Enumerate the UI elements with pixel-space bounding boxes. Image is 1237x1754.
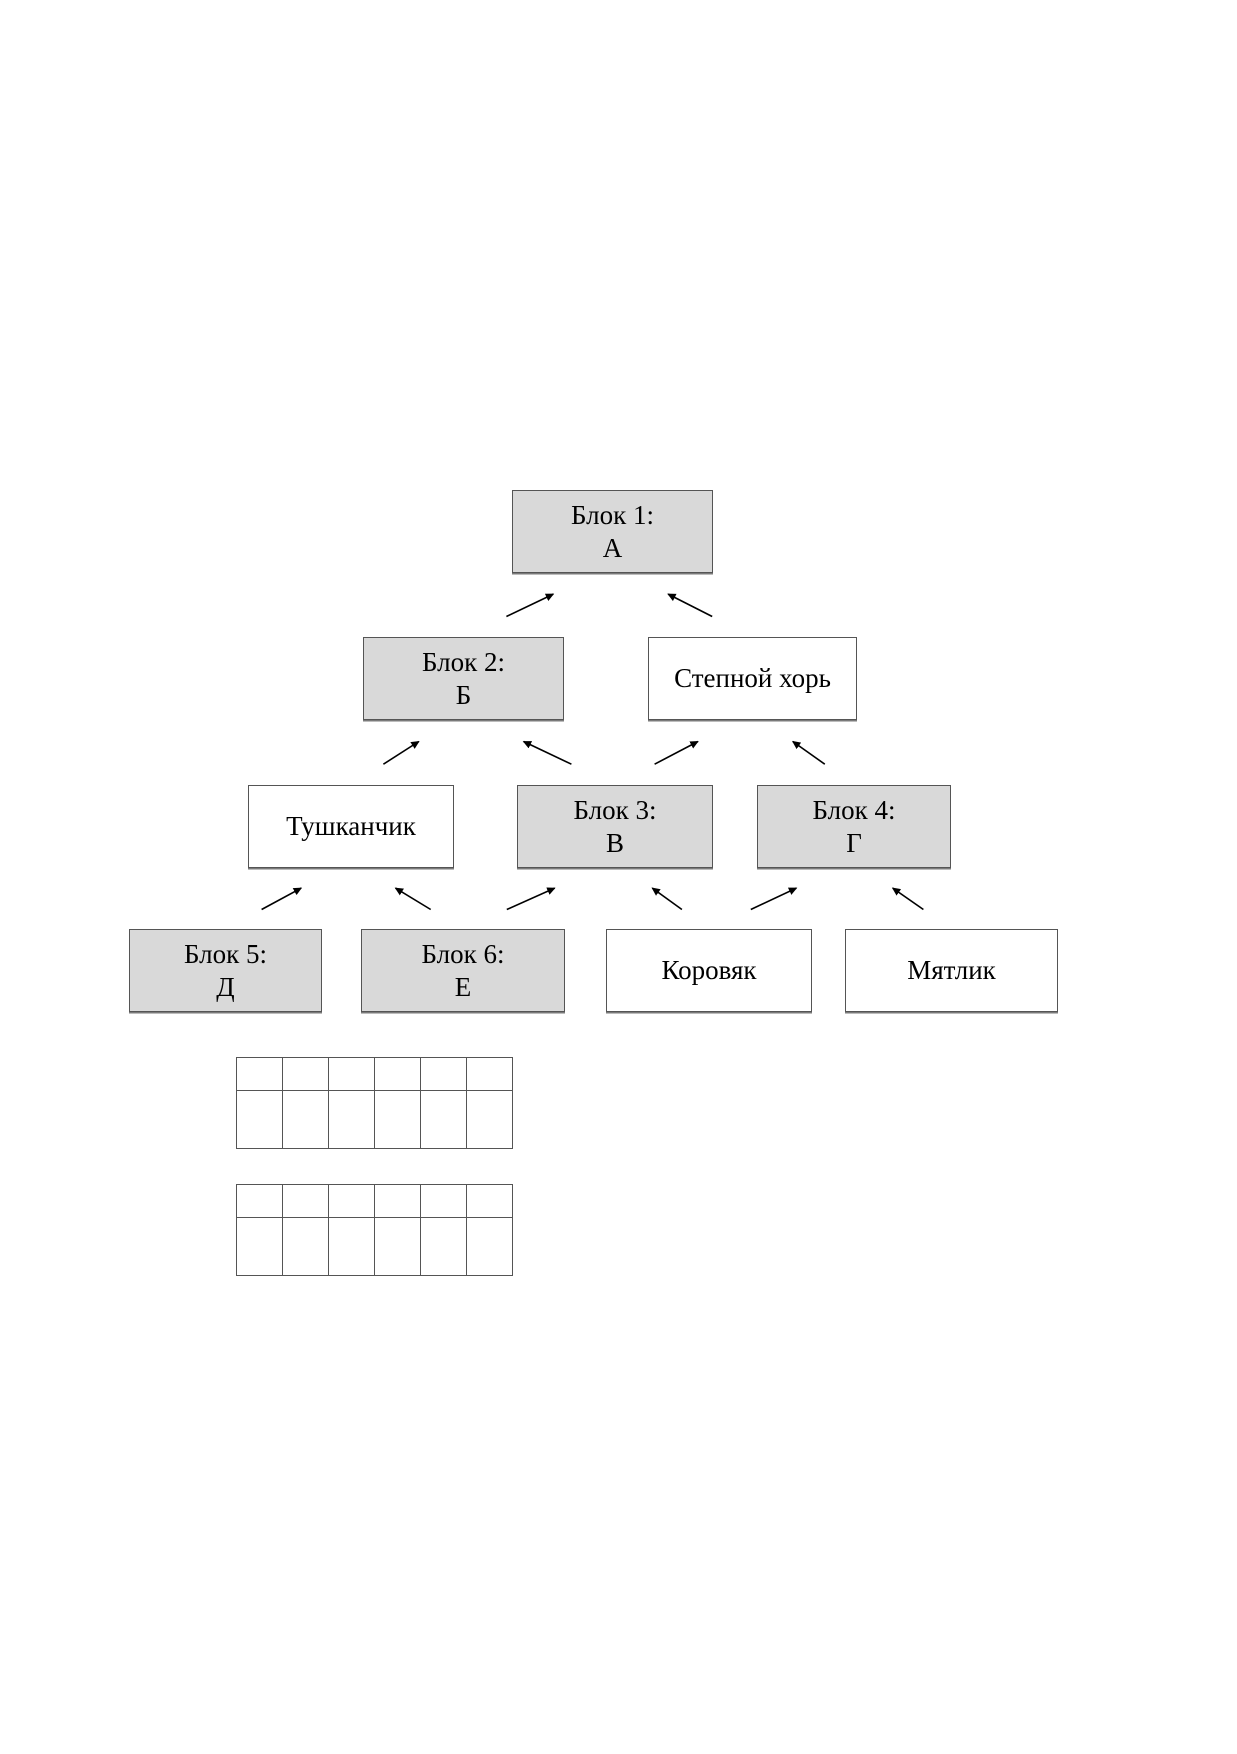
answer-grid-1-answer-cell[interactable]	[466, 1090, 513, 1149]
block-1: Блок 1: А	[512, 490, 713, 573]
block-1-title: Блок 1:	[571, 499, 654, 530]
arrow-korovyak-to-block-3	[651, 887, 683, 911]
block-5-title: Блок 5:	[184, 938, 267, 969]
answer-grid-1-header-cell	[466, 1057, 513, 1091]
answer-grid-2-header-cell	[282, 1184, 329, 1218]
organism-korovyak: Коровяк	[606, 929, 812, 1012]
answer-grid-2-answer-cell[interactable]	[374, 1217, 421, 1276]
organism-stepnoy-khor: Степной хорь	[648, 637, 857, 720]
arrow-block-6-to-tushkanchik	[394, 887, 432, 911]
answer-grid-2-header-row	[236, 1184, 513, 1218]
answer-grid-1-header-cell	[420, 1057, 467, 1091]
arrow-block-3-to-block-2	[522, 740, 572, 765]
block-6-title: Блок 6:	[421, 938, 505, 969]
block-3-letter: В	[605, 827, 624, 858]
answer-grid-1-header-row	[236, 1057, 513, 1091]
answer-grid-2-answer-cell[interactable]	[420, 1217, 467, 1276]
block-4: Блок 4: Г	[757, 785, 951, 868]
answer-grid-1-answer-cell[interactable]	[420, 1090, 467, 1149]
answer-grid-1-header-cell	[282, 1057, 329, 1091]
answer-grid-2-answer-cell[interactable]	[466, 1217, 513, 1276]
block-5-letter: Д	[216, 971, 235, 1002]
block-6-letter: Е	[454, 971, 472, 1002]
block-2-title: Блок 2:	[422, 646, 505, 677]
block-3-title: Блок 3:	[573, 794, 657, 825]
block-6: Блок 6: Е	[361, 929, 565, 1012]
answer-grid-2-answer-cell[interactable]	[282, 1217, 329, 1276]
answer-grid-2-header-cell	[328, 1184, 375, 1218]
organism-myatlik: Мятлик	[845, 929, 1058, 1012]
block-1-letter: А	[602, 532, 623, 563]
arrow-myatlik-to-block-4	[891, 887, 924, 911]
arrow-block-2-to-block-1	[506, 593, 555, 618]
answer-grid-1-answer-cell[interactable]	[236, 1090, 283, 1149]
block-4-letter: Г	[846, 827, 862, 858]
arrow-block-4-to-stepnoy-khor	[791, 740, 826, 765]
answer-grid-2-header-cell	[420, 1184, 467, 1218]
arrow-tushkanchik-to-block-2	[382, 740, 420, 765]
answer-grid-2-header-cell	[466, 1184, 513, 1218]
answer-grid-2	[236, 1184, 513, 1276]
answer-grid-1-header-cell	[328, 1057, 375, 1091]
organism-myatlik-label: Мятлик	[907, 955, 996, 985]
organism-stepnoy-khor-label: Степной хорь	[674, 663, 831, 693]
answer-grid-1-header-cell	[236, 1057, 283, 1091]
block-3: Блок 3: В	[517, 785, 713, 868]
organism-tushkanchik-label: Тушканчик	[286, 811, 416, 841]
answer-grid-1-answer-cell[interactable]	[282, 1090, 329, 1149]
answer-grid-1	[236, 1057, 513, 1149]
block-2-letter: Б	[455, 679, 472, 710]
answer-grid-2-answer-cell[interactable]	[328, 1217, 375, 1276]
block-5: Блок 5: Д	[129, 929, 322, 1012]
answer-grid-2-answer-cell[interactable]	[236, 1217, 283, 1276]
arrow-block-3-to-stepnoy-khor	[654, 740, 699, 765]
arrow-korovyak-to-block-4	[750, 887, 798, 911]
arrow-block-6-to-block-3	[506, 887, 556, 911]
arrow-stepnoy-khor-to-block-1	[667, 593, 713, 618]
organism-tushkanchik: Тушканчик	[248, 785, 454, 868]
arrow-block-5-to-tushkanchik	[261, 887, 303, 911]
answer-grid-1-answer-cell[interactable]	[328, 1090, 375, 1149]
answer-grid-2-answer-row	[236, 1217, 513, 1276]
answer-grid-1-answer-cell[interactable]	[374, 1090, 421, 1149]
answer-grid-1-header-cell	[374, 1057, 421, 1091]
answer-grid-2-header-cell	[374, 1184, 421, 1218]
answer-grid-2-header-cell	[236, 1184, 283, 1218]
block-4-title: Блок 4:	[812, 794, 896, 825]
answer-grid-1-answer-row	[236, 1090, 513, 1149]
block-2: Блок 2: Б	[363, 637, 564, 720]
organism-korovyak-label: Коровяк	[661, 955, 757, 985]
